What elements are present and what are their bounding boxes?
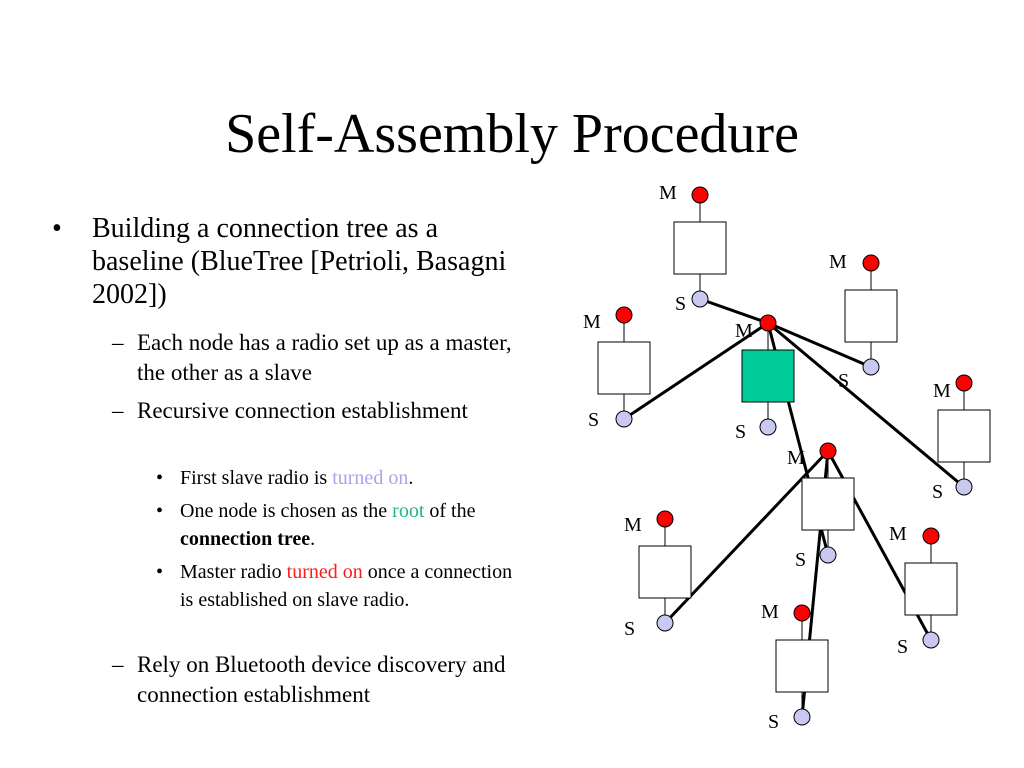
master-label: M — [787, 447, 805, 469]
master-label: M — [624, 514, 642, 536]
slave-radio — [793, 708, 811, 726]
sub-bullet-bluetooth: – Rely on Bluetooth device discovery and… — [112, 650, 522, 710]
master-label: M — [761, 601, 779, 623]
slave-label: S — [838, 370, 849, 392]
master-radio — [759, 314, 777, 332]
slave-radio — [819, 546, 837, 564]
node-box — [775, 639, 829, 693]
dot-mark: • — [156, 467, 164, 489]
sub-bullet-recursive: – Recursive connection establishment — [112, 396, 522, 426]
sub-sub-bullet-text: One node is chosen as the root of the co… — [180, 500, 476, 550]
master-label: M — [583, 311, 601, 333]
dot-mark: • — [156, 500, 164, 522]
sub-sub-bullet-text: Master radio turned on once a connection… — [180, 561, 513, 611]
master-radio — [656, 510, 674, 528]
slave-label: S — [768, 711, 779, 733]
master-radio — [615, 306, 633, 324]
master-label: M — [889, 523, 907, 545]
sub-bullet-master-slave: – Each node has a radio set up as a mast… — [112, 328, 522, 388]
dash-mark: – — [112, 398, 124, 423]
slave-label: S — [897, 636, 908, 658]
node-box — [904, 562, 958, 616]
master-radio — [819, 442, 837, 460]
connection-line — [767, 321, 872, 369]
root-node-box — [741, 349, 795, 403]
connection-line — [699, 297, 769, 325]
bullet-mark: • — [52, 213, 62, 244]
slave-label: S — [588, 409, 599, 431]
sub-sub-bullet-first-slave: • First slave radio is turned on. — [156, 464, 524, 492]
slave-radio — [691, 290, 709, 308]
connection-line — [663, 449, 830, 625]
node-box — [638, 545, 692, 599]
dash-mark: – — [112, 330, 124, 355]
highlight-turned-on: turned on — [332, 467, 409, 489]
master-label: M — [829, 251, 847, 273]
master-radio — [862, 254, 880, 272]
slave-radio — [759, 418, 777, 436]
highlight-root: root — [392, 500, 425, 522]
sub-bullet-text: Recursive connection establishment — [137, 398, 468, 423]
master-label: M — [933, 380, 951, 402]
slave-radio — [922, 631, 940, 649]
slave-radio — [955, 478, 973, 496]
slave-label: S — [624, 618, 635, 640]
sub-sub-bullet-root: • One node is chosen as the root of the … — [156, 497, 524, 553]
slave-label: S — [795, 549, 806, 571]
bullet-building-tree: • Building a connection tree as a baseli… — [52, 212, 530, 311]
slave-label: S — [932, 481, 943, 503]
slave-label: S — [735, 421, 746, 443]
highlight-master-turned-on: turned on — [286, 561, 363, 583]
master-label: M — [735, 320, 753, 342]
slave-radio — [656, 614, 674, 632]
dash-mark: – — [112, 652, 124, 677]
slide-title: Self-Assembly Procedure — [225, 103, 799, 165]
slave-radio — [615, 410, 633, 428]
bold-connection-tree: connection tree — [180, 528, 311, 550]
node-box — [844, 289, 898, 343]
master-radio — [691, 186, 709, 204]
sub-sub-bullet-text: First slave radio is turned on. — [180, 467, 414, 489]
node-box — [597, 341, 651, 395]
slave-label: S — [675, 293, 686, 315]
master-label: M — [659, 182, 677, 204]
node-box — [801, 477, 855, 531]
master-radio — [793, 604, 811, 622]
bullet-text: Building a connection tree as a baseline… — [92, 213, 507, 310]
slave-radio — [862, 358, 880, 376]
node-box — [937, 409, 991, 463]
sub-sub-bullet-master-radio: • Master radio turned on once a connecti… — [156, 558, 524, 614]
dot-mark: • — [156, 561, 164, 583]
master-radio — [922, 527, 940, 545]
sub-bullet-text: Each node has a radio set up as a master… — [137, 330, 512, 385]
connection-line — [623, 321, 769, 421]
node-box — [673, 221, 727, 275]
connection-line — [767, 321, 965, 489]
master-radio — [955, 374, 973, 392]
sub-bullet-text: Rely on Bluetooth device discovery and c… — [137, 652, 506, 707]
